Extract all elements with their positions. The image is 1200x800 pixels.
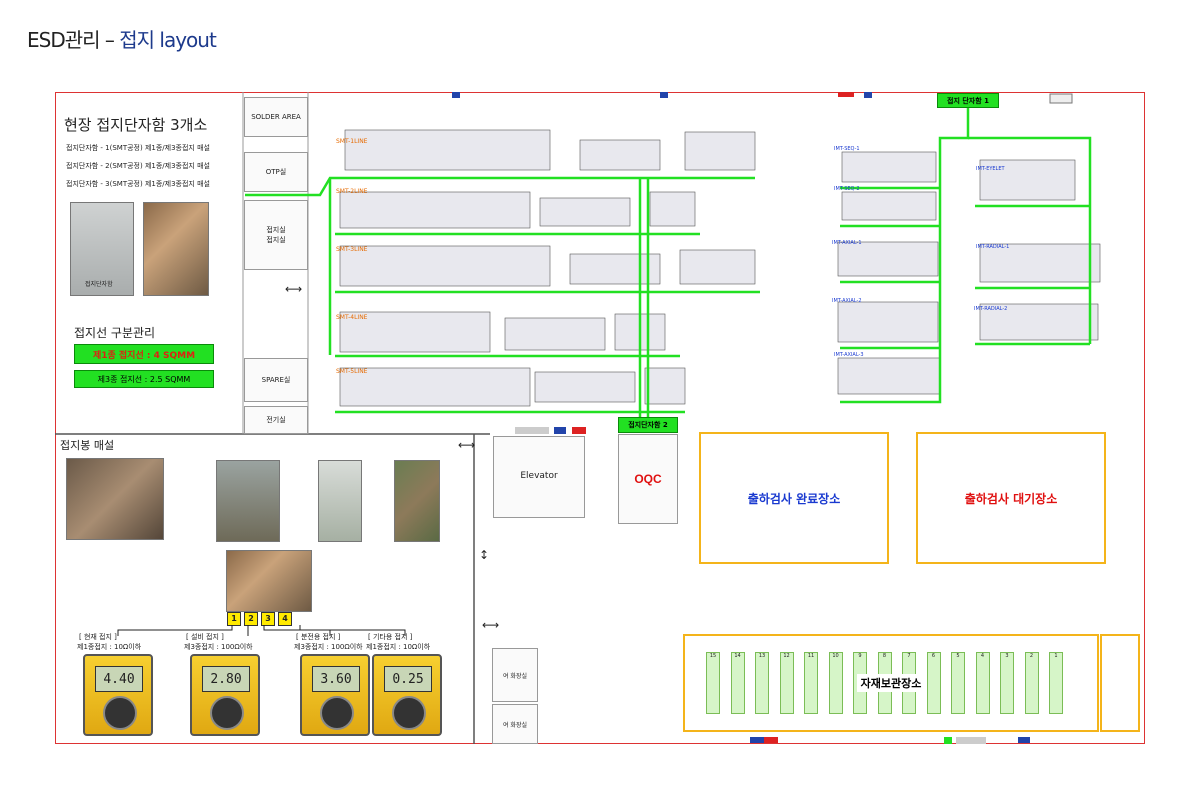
- room-spare: SPARE실: [244, 358, 308, 402]
- storage-stall: 11: [804, 652, 818, 714]
- double-arrow-icon: ⟷: [482, 618, 500, 632]
- zone-material-storage: 자재보관장소: [683, 634, 1099, 732]
- storage-stall: 15: [706, 652, 720, 714]
- legend-item-class3: 제3종 접지선 : 2.5 SQMM: [74, 370, 214, 388]
- terminal-tag: 4: [278, 612, 292, 626]
- legend-title: 접지선 구분관리: [74, 326, 156, 340]
- multimeter: 4.40: [83, 654, 153, 736]
- terminal-tag: 3: [261, 612, 275, 626]
- meter-dial-icon: [320, 696, 354, 730]
- imt-line-label: IMT-EYELET: [976, 166, 1005, 172]
- storage-stall: 4: [975, 652, 990, 714]
- storage-stall: 1: [1049, 652, 1063, 714]
- meter-reading: 3.60: [312, 666, 360, 692]
- smt-line-label: SMT-4LINE: [336, 314, 368, 321]
- meter-label-spec: 제1종접지 : 10Ω이하: [366, 643, 431, 651]
- burial-photo-trench: [66, 458, 164, 540]
- smt-line-label: SMT-3LINE: [336, 246, 368, 253]
- page-title: ESD관리 – 접지 layout: [27, 24, 217, 53]
- meter-label-type: [ 분전용 접지 ]: [296, 633, 341, 641]
- info-line-3: 접지단자함 - 3(SMT공정) 제1종/제3종접지 매설: [66, 180, 210, 188]
- zone-inspection-done: 출하검사 완료장소: [699, 432, 889, 564]
- imt-line-label: IMT-AXIAL-3: [834, 352, 864, 358]
- room-restroom-1: 여 화장실: [492, 648, 538, 702]
- imt-line-label: IMT-RADIAL-1: [976, 244, 1010, 250]
- multimeter: 2.80: [190, 654, 260, 736]
- ground-box-photo: 접지단자함: [70, 202, 134, 296]
- room-solder-area: SOLDER AREA: [244, 97, 308, 137]
- layout-frame: [55, 92, 1145, 744]
- meter-dial-icon: [392, 696, 426, 730]
- room-electrical: 전기실: [244, 406, 308, 434]
- info-title: 현장 접지단자함 3개소: [64, 116, 208, 134]
- info-line-1: 접지단자함 - 1(SMT공정) 제1종/제3종접지 매설: [66, 144, 210, 152]
- terminal-tag: 2: [244, 612, 258, 626]
- room-ground-store: 접지실 접지실: [244, 200, 308, 270]
- storage-stall: 2: [1024, 652, 1039, 714]
- room-elevator: Elevator: [493, 436, 585, 518]
- zone-material-storage-label: 자재보관장소: [856, 674, 926, 692]
- double-arrow-icon: ⟷: [285, 282, 303, 296]
- ground-wiring: [245, 108, 1092, 420]
- storage-stall: 3: [1000, 652, 1014, 714]
- page-title-prefix: ESD관리 –: [27, 28, 120, 52]
- meter-label-type: [ 현재 접지 ]: [79, 633, 117, 641]
- imt-machines: [837, 151, 1101, 395]
- page-title-accent: 접지 layout: [119, 28, 217, 52]
- burial-photo-floor: [318, 460, 362, 542]
- meter-reading: 2.80: [202, 666, 250, 692]
- room-otp: OTP실: [244, 152, 308, 192]
- room-restroom-2: 여 화장실: [492, 704, 538, 744]
- storage-stall: 6: [926, 652, 941, 714]
- meter-label-spec: 제1종접지 : 10Ω이하: [77, 643, 142, 651]
- imt-line-label: IMT-SEQ-2: [834, 186, 860, 192]
- imt-line-label: IMT-AXIAL-2: [832, 298, 862, 304]
- meter-reading: 4.40: [95, 666, 143, 692]
- room-ground-a: 접지실: [266, 226, 286, 234]
- multimeter: 0.25: [372, 654, 442, 736]
- smt-machines: [339, 129, 756, 407]
- meter-dial-icon: [210, 696, 244, 730]
- meter-reading: 0.25: [384, 666, 432, 692]
- imt-line-label: IMT-RADIAL-2: [974, 306, 1008, 312]
- zone-inspection-wait: 출하검사 대기장소: [916, 432, 1106, 564]
- imt-line-label: IMT-SEQ-1: [834, 146, 860, 152]
- double-arrow-icon: ⟷: [458, 438, 476, 452]
- meter-label-type: [ 기타용 접지 ]: [368, 633, 413, 641]
- meter-label-spec: 제3종접지 : 100Ω이하: [184, 643, 253, 651]
- zone-side-storage: [1100, 634, 1140, 732]
- legend-item-class1: 제1종 접지선 : 4 SQMM: [74, 344, 214, 364]
- storage-stall: 14: [730, 652, 745, 714]
- burial-photo-fence: [394, 460, 440, 542]
- burial-title: 접지봉 매설: [60, 439, 115, 452]
- imt-line-label: IMT-AXIAL-1: [832, 240, 862, 246]
- storage-stall: 10: [828, 652, 843, 714]
- vertical-arrow-icon: ↕: [479, 548, 490, 562]
- ground-box-photo-caption: 접지단자함: [85, 281, 113, 288]
- info-line-2: 접지단자함 - 2(SMT공정) 제1종/제3종접지 매설: [66, 162, 210, 170]
- multimeter: 3.60: [300, 654, 370, 736]
- terminal-tag: 1: [227, 612, 241, 626]
- smt-line-label: SMT-1LINE: [336, 138, 368, 145]
- ground-terminal-photo: [143, 202, 209, 296]
- ground-box-2: 접지단자함 2: [618, 417, 678, 433]
- room-ground-b: 접지실: [266, 236, 286, 244]
- meter-label-type: [ 설비 접지 ]: [186, 633, 224, 641]
- storage-stall: 12: [779, 652, 794, 714]
- ground-box-1: 접지 단자함 1: [937, 93, 999, 108]
- storage-stall: 13: [755, 652, 769, 714]
- meter-label-spec: 제3종접지 : 100Ω이하: [294, 643, 363, 651]
- room-oqc: OQC: [618, 434, 678, 524]
- smt-line-label: SMT-2LINE: [336, 188, 368, 195]
- storage-stall: 5: [951, 652, 965, 714]
- burial-photo-terminal: [226, 550, 312, 612]
- burial-photo-corridor: [216, 460, 280, 542]
- meter-dial-icon: [103, 696, 137, 730]
- smt-line-label: SMT-5LINE: [336, 368, 368, 375]
